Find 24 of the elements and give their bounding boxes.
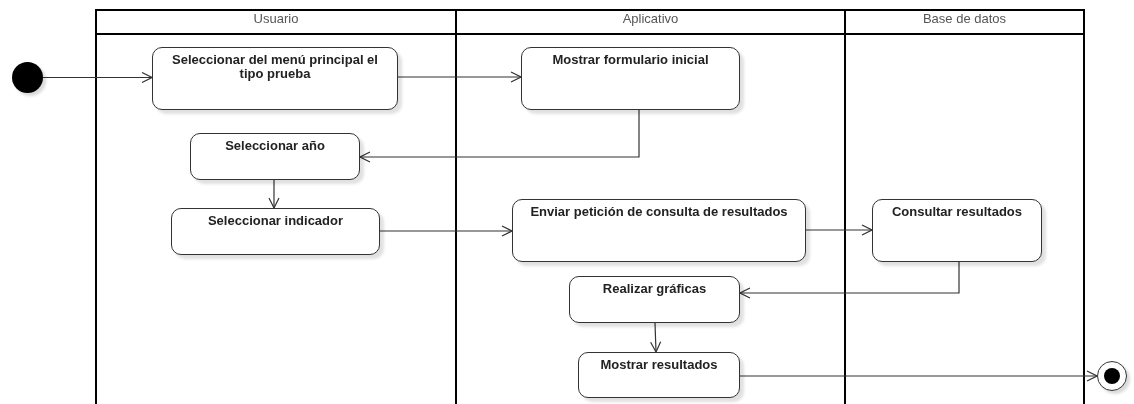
activity-box: Mostrar resultados [578,352,740,398]
activity-box: Realizar gráficas [569,276,740,323]
lane-title: Base de datos [922,11,1007,27]
arrow [397,71,522,83]
activity-box: Consultar resultados [872,199,1042,262]
arrow [805,224,873,236]
swimlane [95,9,457,404]
activity-box: Seleccionar año [190,133,360,180]
arrow [268,179,280,209]
arrow [379,225,513,237]
swimlane [844,9,1085,404]
arrow [739,261,960,299]
end-node [1097,361,1127,391]
arrow [739,370,1098,382]
activity-box: Mostrar formulario inicial [521,47,740,110]
start-node [12,62,43,93]
activity-box: Enviar petición de consulta de resultados [512,199,806,262]
activity-box: Seleccionar del menú principal el tipo prueba [152,47,398,110]
arrow [359,109,640,163]
arrow [650,322,662,353]
activity-box: Seleccionar indicador [171,208,380,255]
lane-title: Usuario [253,11,299,27]
arrow [42,71,153,84]
lane-title: Aplicativo [622,11,679,27]
